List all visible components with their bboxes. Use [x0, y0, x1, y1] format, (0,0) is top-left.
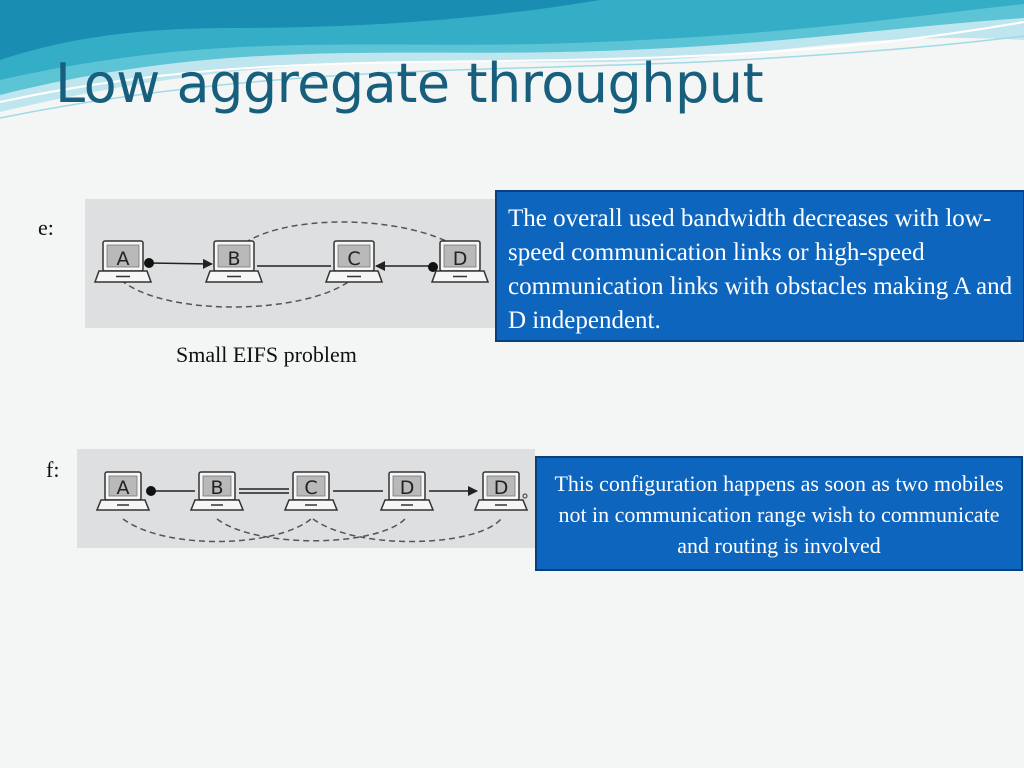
node-a-label: A [117, 477, 130, 499]
node-b-laptop: B [205, 240, 263, 283]
diagram-e-network: A B C D [94, 221, 489, 308]
node-a-laptop: A [94, 240, 152, 283]
node-d-label: D [453, 248, 468, 270]
slide-title: Low aggregate throughput [55, 52, 764, 115]
diagram-f-network: A B C D D [96, 471, 528, 543]
node-c-laptop: C [325, 240, 383, 283]
node-c-label: C [347, 248, 360, 270]
diagram-f-panel: A B C D D [77, 449, 535, 548]
node-d-laptop: D [380, 471, 434, 511]
node-c-laptop: C [284, 471, 338, 511]
bandwidth-note-box: The overall used bandwidth decreases wit… [495, 190, 1024, 342]
diagram-f-label: f: [46, 457, 60, 482]
diagram-e-label: e: [38, 215, 54, 240]
node-b-label: B [210, 477, 223, 499]
node-b-label: B [227, 248, 240, 270]
header-wave-decoration [0, 0, 1024, 119]
node-d-laptop: D [431, 240, 489, 283]
node-b-laptop: B [190, 471, 244, 511]
diagram-e-panel: A B C D [85, 199, 495, 328]
diagram-e-caption: Small EIFS problem [176, 342, 357, 367]
node-d-label: D [400, 477, 415, 499]
node-a-label: A [117, 248, 130, 270]
node-a-laptop: A [96, 471, 150, 511]
node-d2-label: D [494, 477, 509, 499]
routing-note-box: This configuration happens as soon as tw… [535, 456, 1023, 571]
node-d2-laptop: D [474, 471, 528, 511]
node-c-label: C [304, 477, 317, 499]
